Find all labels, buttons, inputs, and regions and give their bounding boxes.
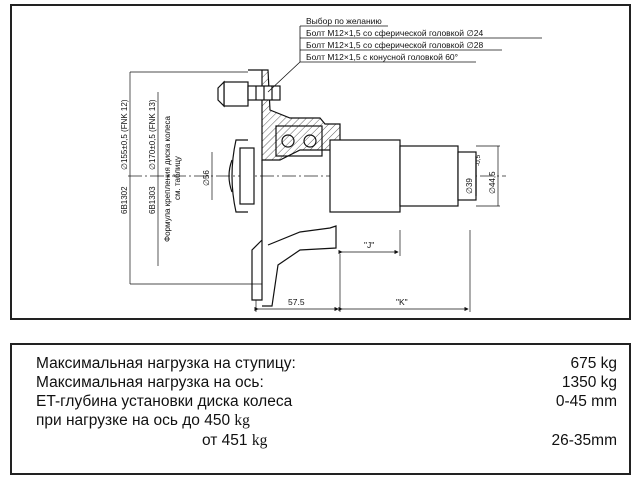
specifications-panel: Максимальная нагрузка на ступицу: 675 kg…: [10, 343, 631, 475]
label-d56: ∅56: [202, 170, 211, 186]
spec-label: ET-глубина установки диска колеса: [36, 393, 293, 410]
spec-row-axle-load: Максимальная нагрузка на ось: 1350 kg: [12, 374, 629, 396]
spec-row-load-from-451: от 451 kg 26-35mm: [12, 432, 629, 454]
spec-label: Максимальная нагрузка на ступицу:: [36, 355, 296, 372]
label-see-table: см. таблицу: [173, 156, 182, 200]
spindle: [329, 139, 477, 213]
spec-unit: kg: [234, 412, 250, 429]
label-dia-170: ∅170±0,5 (FNK 13): [148, 99, 157, 170]
spec-value: 675 kg: [570, 355, 617, 372]
label-formula-mounting: Формула крепления диска колеса: [163, 116, 172, 242]
spec-value: 0-45 mm: [555, 393, 617, 410]
hub-body: [248, 69, 341, 307]
spec-label: от 451 kg: [202, 432, 267, 450]
spec-label: Максимальная нагрузка на ось:: [36, 374, 264, 391]
label-dia-155: ∅155±0,5 (FNK 12): [120, 99, 129, 170]
label-bearing-6b1302: 6В1302: [120, 186, 129, 214]
spec-row-et-depth: ET-глубина установки диска колеса 0-45 m…: [12, 393, 629, 415]
spec-value: 26-35mm: [551, 432, 617, 449]
hub-technical-drawing: Выбор по желанию Болт M12×1,5 со сфериче…: [120, 16, 542, 312]
callout-title: Выбор по желанию: [306, 16, 382, 26]
spec-value: 1350 kg: [561, 374, 617, 391]
spec-row-hub-load: Максимальная нагрузка на ступицу: 675 kg: [12, 355, 629, 377]
dim-57-5: 57.5: [288, 297, 305, 307]
callout-bolt-sphere-28: Болт M12×1,5 со сферической головкой ∅28: [306, 40, 483, 50]
callout-bolt-sphere-24: Болт M12×1,5 со сферической головкой ∅24: [306, 28, 483, 38]
label-bearing-6b1303: 6В1303: [148, 186, 157, 214]
label-d445: ∅44,5: [488, 171, 497, 194]
label-d39: ∅39: [465, 178, 474, 194]
dim-k: "K": [396, 297, 408, 307]
wheel-bolt: [217, 80, 281, 108]
label-tolerance: -0,5: [475, 154, 482, 166]
spec-unit: kg: [251, 432, 268, 449]
spec-label: при нагрузке на ось до 450 kg: [36, 412, 250, 430]
dim-j: "J": [364, 240, 374, 250]
spec-label-text: при нагрузке на ось до 450: [36, 412, 231, 429]
spec-label-text: от 451: [202, 432, 248, 449]
spec-row-load-up-to-450: при нагрузке на ось до 450 kg: [12, 412, 629, 434]
callout-leaders: [267, 25, 542, 93]
drawing-frame: [10, 4, 631, 320]
callout-bolt-cone-60: Болт M12×1,5 с конусной головкой 60°: [306, 52, 458, 62]
dimension-lines: [129, 71, 500, 312]
hub-cap: [228, 139, 255, 213]
